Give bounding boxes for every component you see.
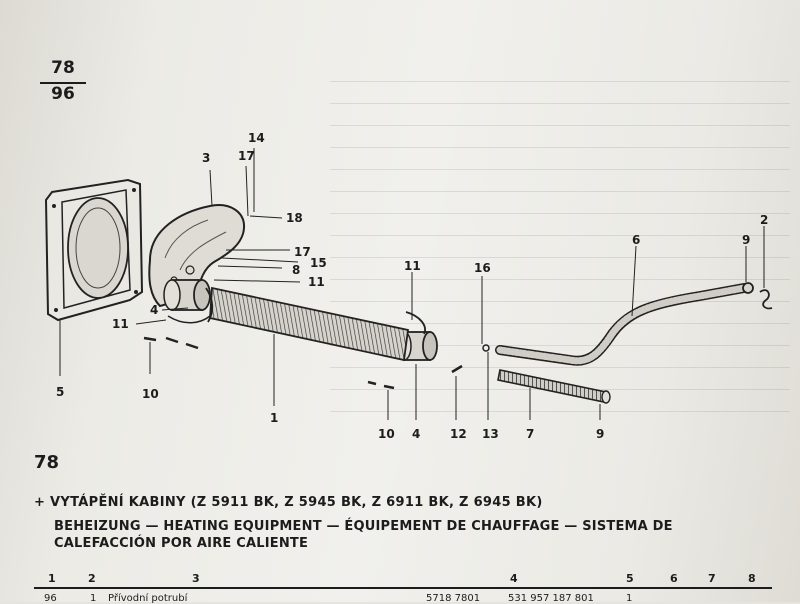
figure-number-top: 78 [51,58,75,78]
table-header-rule [34,587,772,589]
callout-16: 16 [474,261,491,275]
clamp-part-11-c [405,311,426,335]
washer-part-13 [482,344,490,352]
figure-number-bottom: 96 [51,84,75,104]
table-row-cell: 96 [44,593,57,604]
callout-6: 6 [632,233,640,247]
section-number: 78 [34,452,60,473]
callout-4-upper: 4 [150,303,158,317]
callout-17-mid: 17 [294,245,311,259]
table-row-cell: 531 957 187 801 [508,593,594,604]
frame-part-5 [44,178,144,322]
column-header-8: 8 [748,572,756,585]
table-row-cell: 1 [90,593,97,604]
section-title-czech: + VYTÁPĚNÍ KABINY (Z 5911 BK, Z 5945 BK,… [34,495,543,510]
callout-3: 3 [202,151,210,165]
callout-11-right: 11 [404,259,421,273]
column-header-5: 5 [626,572,634,585]
callout-7: 7 [526,427,534,441]
table-row-cell: 5718 7801 [426,593,481,604]
column-header-3: 3 [192,572,200,585]
table-row-cell: Přívodní potrubí [108,593,188,604]
column-header-7: 7 [708,572,716,585]
callout-11-hose: 11 [308,275,325,289]
screw-part-12 [451,364,463,374]
callout-2: 2 [760,213,768,227]
callout-15: 15 [310,256,327,270]
sleeve-part-4-upper [163,279,211,311]
callout-9-lower: 9 [596,427,604,441]
callout-10-right: 10 [378,427,395,441]
leader-lines [59,148,765,420]
section-title-multilingual: BEHEIZUNG — HEATING EQUIPMENT — ÉQUIPEME… [54,519,673,551]
clamp-part-11-a [205,287,214,323]
clamp-part-11-b [167,315,211,324]
exploded-parts-diagram: 14 3 17 18 17 15 8 11 4 11 10 5 1 11 16 … [44,131,773,441]
callout-1: 1 [270,411,278,425]
callout-18: 18 [286,211,303,225]
table-row-cell: 1 [626,593,633,604]
callout-9-upper: 9 [742,233,750,247]
corrugated-hose-part-1 [209,286,410,362]
callout-8: 8 [292,263,300,277]
callout-4-lower: 4 [412,427,420,441]
callout-17-top: 17 [238,149,255,163]
callout-10-left: 10 [142,387,159,401]
column-header-4: 4 [510,572,518,585]
column-header-2: 2 [88,572,96,585]
clip-part-2 [759,289,773,310]
screws-part-10-right [367,380,395,390]
callout-12: 12 [450,427,467,441]
screws-part-10-left [143,336,199,350]
callout-13: 13 [482,427,499,441]
callout-11-left: 11 [112,317,129,331]
tube-part-6 [495,282,754,366]
column-header-1: 1 [48,572,56,585]
column-header-6: 6 [670,572,678,585]
figure-number-divider [40,82,86,84]
tube-part-7 [497,369,611,404]
callout-14: 14 [248,131,265,145]
callout-5: 5 [56,385,64,399]
